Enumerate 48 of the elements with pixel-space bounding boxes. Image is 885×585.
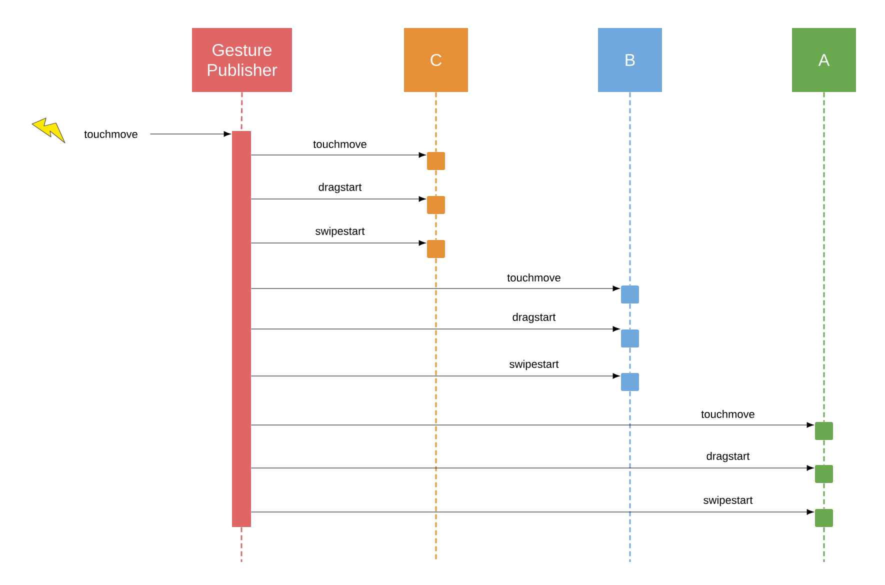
edge-label: swipestart xyxy=(314,226,366,238)
activation-box xyxy=(427,152,445,170)
activation-box xyxy=(815,422,833,440)
activation-box xyxy=(427,240,445,258)
activation-box xyxy=(815,509,833,527)
message-arrow xyxy=(250,286,620,292)
activation-box xyxy=(621,286,639,304)
message-arrow xyxy=(250,326,620,332)
lifeline xyxy=(629,92,631,286)
lifeline xyxy=(435,258,437,562)
lifeline xyxy=(823,92,825,422)
edge-label: touchmove xyxy=(312,138,368,150)
lifeline xyxy=(629,304,631,330)
message-arrow xyxy=(150,131,231,137)
lifeline xyxy=(823,440,825,465)
participant-box: B xyxy=(598,28,662,92)
participant-box: A xyxy=(792,28,856,92)
edge-label: touchmove xyxy=(700,408,756,420)
participant-box: Gesture Publisher xyxy=(192,28,292,92)
lifeline xyxy=(240,92,243,131)
lifeline xyxy=(629,348,631,373)
activation-box xyxy=(427,196,445,214)
activation-box xyxy=(815,465,833,483)
edge-label: swipestart xyxy=(702,494,754,508)
activation-box xyxy=(621,330,639,348)
activation-box xyxy=(621,373,639,391)
event-label: touchmove xyxy=(84,130,138,138)
edge-label: dragstart xyxy=(511,312,557,324)
message-arrow xyxy=(250,196,426,202)
lifeline xyxy=(240,527,242,562)
message-arrow xyxy=(250,465,814,471)
edge-label: swipestart xyxy=(508,358,560,372)
lifeline xyxy=(823,483,825,509)
message-arrow xyxy=(250,373,620,379)
lifeline xyxy=(435,92,437,152)
lifeline xyxy=(823,527,825,562)
lifeline xyxy=(435,214,437,240)
message-arrow xyxy=(250,240,426,246)
message-arrow xyxy=(250,152,426,158)
lifeline xyxy=(435,170,437,196)
message-arrow xyxy=(250,509,814,515)
edge-label: touchmove xyxy=(506,272,562,283)
activation-bar xyxy=(232,131,251,527)
message-arrow xyxy=(250,422,814,428)
edge-label: dragstart xyxy=(317,182,363,194)
edge-label: dragstart xyxy=(705,450,751,464)
lifeline xyxy=(629,391,631,562)
participant-box: C xyxy=(404,28,468,92)
